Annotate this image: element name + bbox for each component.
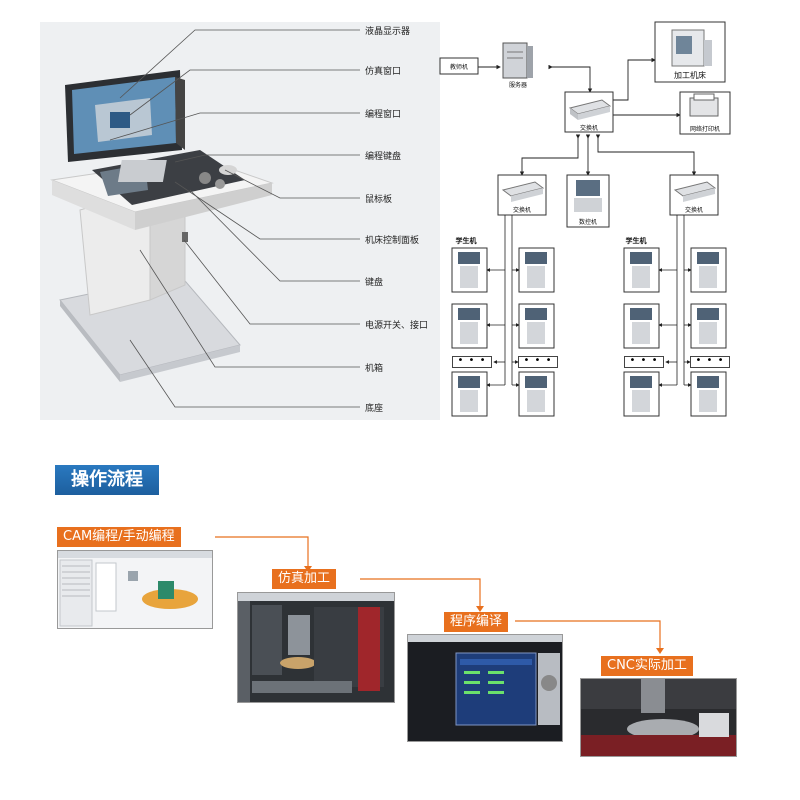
label-chassis: 机箱: [365, 364, 384, 374]
cam-software-screenshot: [57, 550, 213, 629]
label-mouse-pad: 鼠标板: [365, 195, 393, 205]
network-topology-diagram: [439, 21, 731, 417]
workflow-title: 操作流程: [55, 465, 159, 495]
label-machine-control-panel: 机床控制面板: [365, 236, 420, 246]
label-programming-keyboard: 编程键盘: [365, 152, 402, 162]
more-stations-dots: • • •: [624, 356, 664, 368]
step-cnc-machining: CNC实际加工: [601, 656, 693, 676]
simulation-screenshot: [237, 592, 395, 703]
student-station-icon: [690, 371, 727, 417]
cnc-station-label: 数控机: [578, 219, 597, 226]
server-label: 服务器: [508, 82, 527, 89]
left-switch-label: 交换机: [512, 207, 531, 214]
label-keyboard: 键盘: [365, 278, 384, 288]
student-station-icon: [451, 247, 488, 293]
label-power-switch-interface: 电源开关、接口: [365, 321, 429, 331]
student-station-icon: [518, 371, 555, 417]
main-switch-icon: [564, 91, 614, 133]
student-station-icon: [690, 247, 727, 293]
step-program-compile: 程序编译: [444, 612, 509, 632]
machine-tool-icon: [654, 21, 726, 83]
student-station-icon: [451, 303, 488, 349]
teacher-pc-label: 教师机: [449, 64, 468, 71]
student-station-icon: [623, 247, 660, 293]
student-station-icon: [518, 247, 555, 293]
server-icon: [502, 42, 533, 79]
left-switch-icon: [497, 174, 547, 216]
right-switch-label: 交换机: [684, 207, 703, 214]
label-lcd-display: 液晶显示器: [365, 27, 411, 37]
student-station-icon: [623, 371, 660, 417]
cnc-station-icon: [566, 174, 610, 228]
compile-screenshot: [407, 634, 563, 742]
step-simulation: 仿真加工: [272, 569, 337, 589]
more-stations-dots: • • •: [690, 356, 730, 368]
label-programming-window: 编程窗口: [365, 110, 402, 120]
student-station-icon: [518, 303, 555, 349]
more-stations-dots: • • •: [518, 356, 558, 368]
cnc-console-illustration: [50, 29, 360, 408]
student-station-icon: [451, 371, 488, 417]
more-stations-dots: • • •: [452, 356, 492, 368]
machine-tool-label: 加工机床: [674, 71, 706, 80]
step-cam-programming: CAM编程/手动编程: [57, 527, 181, 547]
left-student-group-label: 学生机: [455, 237, 477, 245]
right-switch-icon: [669, 174, 719, 216]
label-simulation-window: 仿真窗口: [365, 67, 402, 77]
network-printer-icon: [679, 91, 731, 135]
student-station-icon: [690, 303, 727, 349]
student-station-icon: [623, 303, 660, 349]
label-base: 底座: [365, 404, 384, 414]
teacher-pc-box: [439, 57, 479, 75]
cnc-machining-photo: [580, 678, 737, 757]
workflow-connectors: [215, 536, 664, 654]
main-switch-label: 交换机: [579, 125, 598, 132]
right-student-group-label: 学生机: [625, 237, 647, 245]
network-printer-label: 网络打印机: [689, 126, 720, 133]
